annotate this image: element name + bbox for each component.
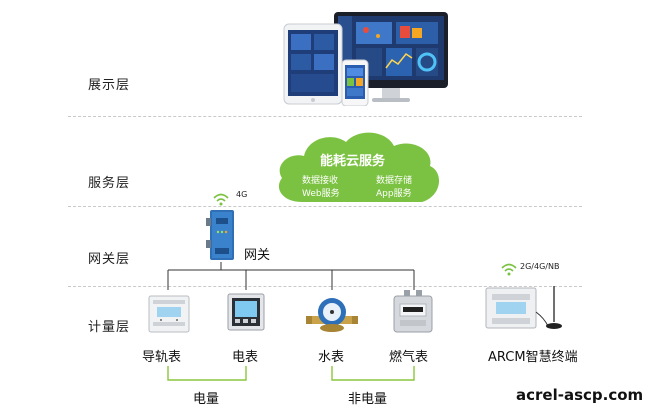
rail-meter-icon: [148, 295, 190, 333]
phone-icon: [341, 59, 369, 106]
terminal-network-label: 2G/4G/NB: [520, 262, 560, 271]
cloud-item: 数据存储: [376, 176, 413, 186]
wifi-icon: [501, 263, 517, 276]
device-label-electric-meter: 电表: [232, 350, 259, 365]
layer-label-metering: 计量层: [88, 320, 131, 335]
bracket-non-electric: [331, 366, 415, 381]
device-label-gas-meter: 燃气表: [389, 350, 429, 365]
layer-separator: [68, 206, 582, 207]
water-meter-icon: [306, 298, 358, 332]
cloud-item: 数据接收: [302, 176, 339, 186]
display-devices-illustration: [283, 12, 448, 106]
gateway-device-icon: [206, 210, 234, 260]
device-label-arcm-terminal: ARCM智慧终端: [488, 350, 578, 365]
cloud-title: 能耗云服务: [320, 154, 386, 169]
layer-separator: [68, 286, 582, 287]
layer-separator: [68, 116, 582, 117]
electric-meter-icon: [227, 293, 265, 331]
layer-label-gateway: 网关层: [88, 252, 131, 267]
watermark-text: acrel-ascp.com: [516, 386, 644, 404]
layer-label-service: 服务层: [88, 176, 131, 191]
device-label-water-meter: 水表: [318, 350, 345, 365]
cloud-shape: [278, 132, 440, 202]
group-label-electric: 电量: [193, 392, 220, 407]
group-label-non-electric: 非电量: [348, 392, 388, 407]
bracket-electric: [167, 366, 247, 381]
gateway-network-label: 4G: [236, 190, 248, 199]
gateway-label: 网关: [244, 248, 271, 263]
device-label-rail-meter: 导轨表: [142, 350, 182, 365]
layer-label-display: 展示层: [88, 78, 131, 93]
cloud-item: App服务: [376, 189, 412, 199]
arcm-terminal-icon: [485, 286, 562, 329]
cloud-item: Web服务: [302, 189, 340, 199]
tablet-icon: [283, 23, 343, 105]
gas-meter-icon: [393, 290, 433, 333]
wifi-icon: [213, 193, 229, 206]
